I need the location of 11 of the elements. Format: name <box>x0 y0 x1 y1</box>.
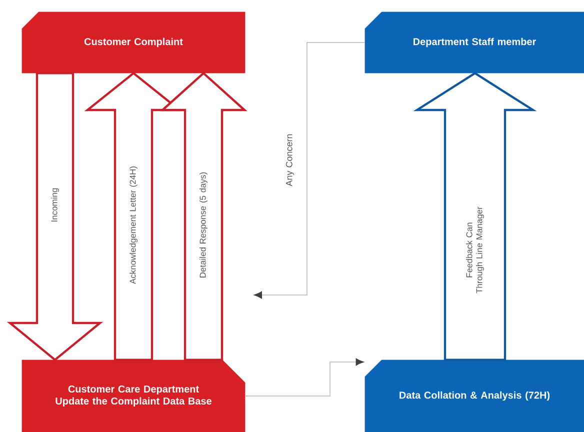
edge-label: Feedback Can Through Line Manager <box>466 206 484 294</box>
edge-label: Acknowledgement Letter (24H) <box>130 166 138 284</box>
edge-label: Incoming <box>51 188 59 222</box>
edge-label: Any Concern <box>286 134 294 186</box>
process-box: Data Collation & Analysis (72H) <box>364 360 584 432</box>
process-box: Department Staff member <box>364 12 584 74</box>
connector-arrow <box>254 42 366 299</box>
process-box: Customer Care Department Update the Complaint Data Base <box>22 360 246 432</box>
connector-arrow <box>244 358 364 396</box>
edge-label: Detailed Response (5 days) <box>200 172 208 278</box>
process-box: Customer Complaint <box>22 12 246 74</box>
